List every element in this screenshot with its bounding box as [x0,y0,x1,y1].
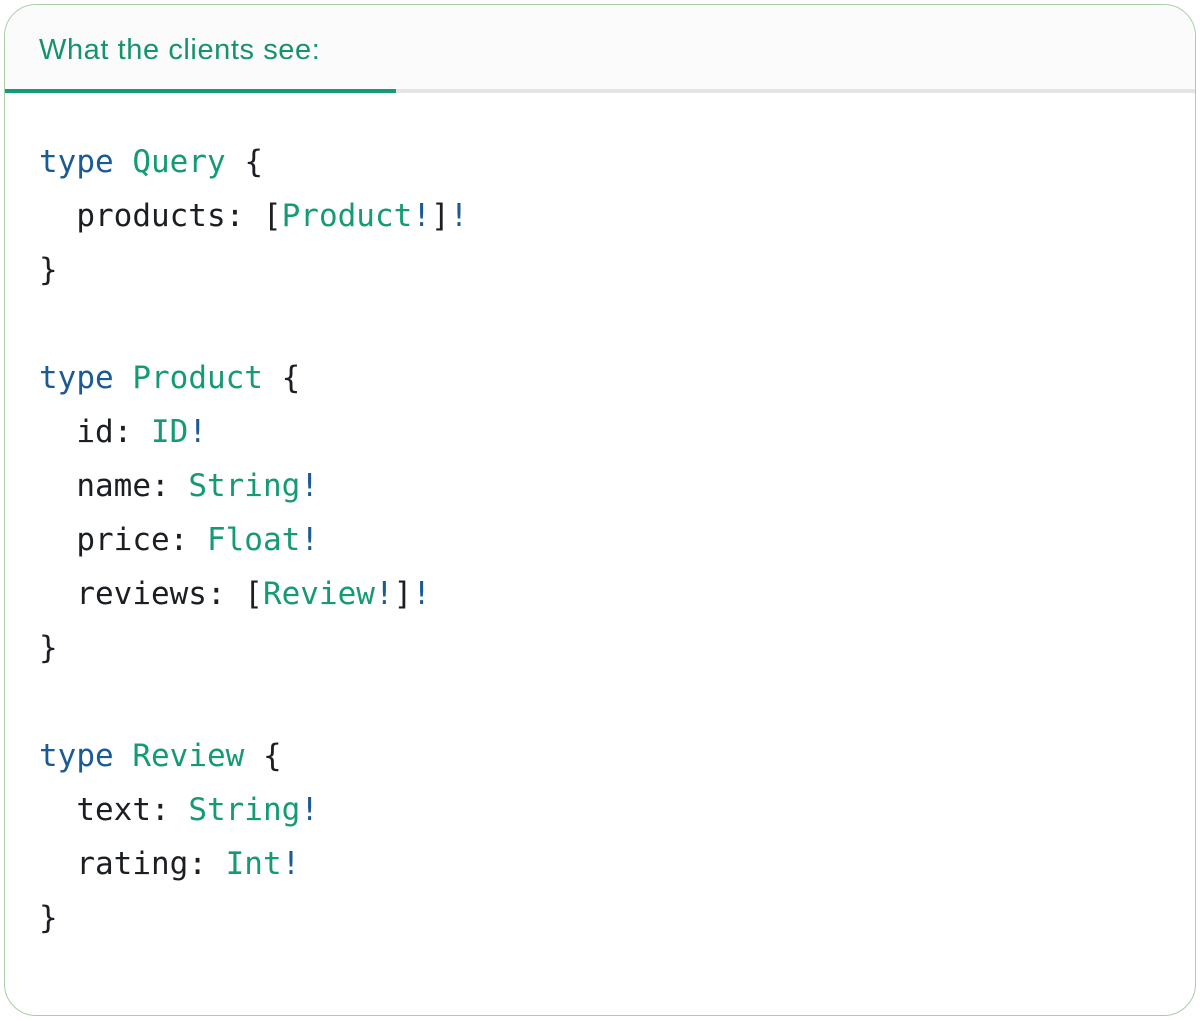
code-line: } [39,891,1171,945]
active-tab-indicator [5,89,396,93]
code-token-plain: products: [ [39,198,282,234]
code-line [39,297,1171,351]
code-line [39,675,1171,729]
code-token-typename: String [188,468,301,504]
tab-bar: What the clients see: [5,5,1195,93]
code-token-typename: Review [262,576,375,612]
code-line: type Review { [39,729,1171,783]
code-token-plain [114,360,133,396]
code-token-typename: Float [206,522,301,558]
code-token-plain [114,144,133,180]
code-token-plain: ] [430,198,450,234]
code-line: rating: Int! [39,837,1171,891]
code-token-bang: ! [449,198,469,234]
code-token-bang: ! [300,468,319,504]
code-token-plain: ] [393,576,413,612]
code-token-plain: { [244,738,282,774]
code-line: } [39,243,1171,297]
code-line: reviews: [Review!]! [39,567,1171,621]
code-line: type Query { [39,135,1171,189]
code-token-plain: name: [39,468,189,504]
code-token-bang: ! [188,414,207,450]
code-token-bang: ! [281,846,301,882]
tab-label: What the clients see: [39,33,321,66]
code-line: name: String! [39,459,1171,513]
code-token-typename: Int [225,846,282,882]
code-token-typename: Product [132,360,263,396]
graphql-schema-code: type Query { products: [Product!]!} type… [5,93,1195,945]
tab-what-clients-see[interactable]: What the clients see: [5,5,1195,93]
code-token-plain: } [39,900,58,936]
code-token-plain: reviews: [ [39,576,263,612]
code-token-plain: id: [39,414,151,450]
code-token-typename: ID [150,414,189,450]
code-token-plain: } [39,252,58,288]
code-token-keyword: type [39,738,114,774]
code-token-plain: price: [39,522,207,558]
code-token-bang: ! [300,522,319,558]
code-line: text: String! [39,783,1171,837]
code-token-typename: Review [132,738,245,774]
code-token-bang: ! [374,576,394,612]
code-token-bang: ! [412,576,431,612]
code-token-plain: } [39,630,58,666]
code-token-bang: ! [412,198,431,234]
code-token-plain [114,738,133,774]
code-token-keyword: type [39,360,114,396]
code-token-typename: String [188,792,301,828]
code-line: id: ID! [39,405,1171,459]
code-line: products: [Product!]! [39,189,1171,243]
code-token-bang: ! [300,792,319,828]
code-token-typename: Product [281,198,413,234]
code-line: } [39,621,1171,675]
code-line: type Product { [39,351,1171,405]
code-token-plain: text: [39,792,189,828]
code-token-plain: { [262,360,301,396]
code-line: price: Float! [39,513,1171,567]
schema-card: What the clients see: type Query { produ… [4,4,1196,1016]
code-token-keyword: type [39,144,114,180]
code-token-plain: { [225,144,263,180]
code-token-plain: rating: [39,846,226,882]
code-token-typename: Query [132,144,226,180]
